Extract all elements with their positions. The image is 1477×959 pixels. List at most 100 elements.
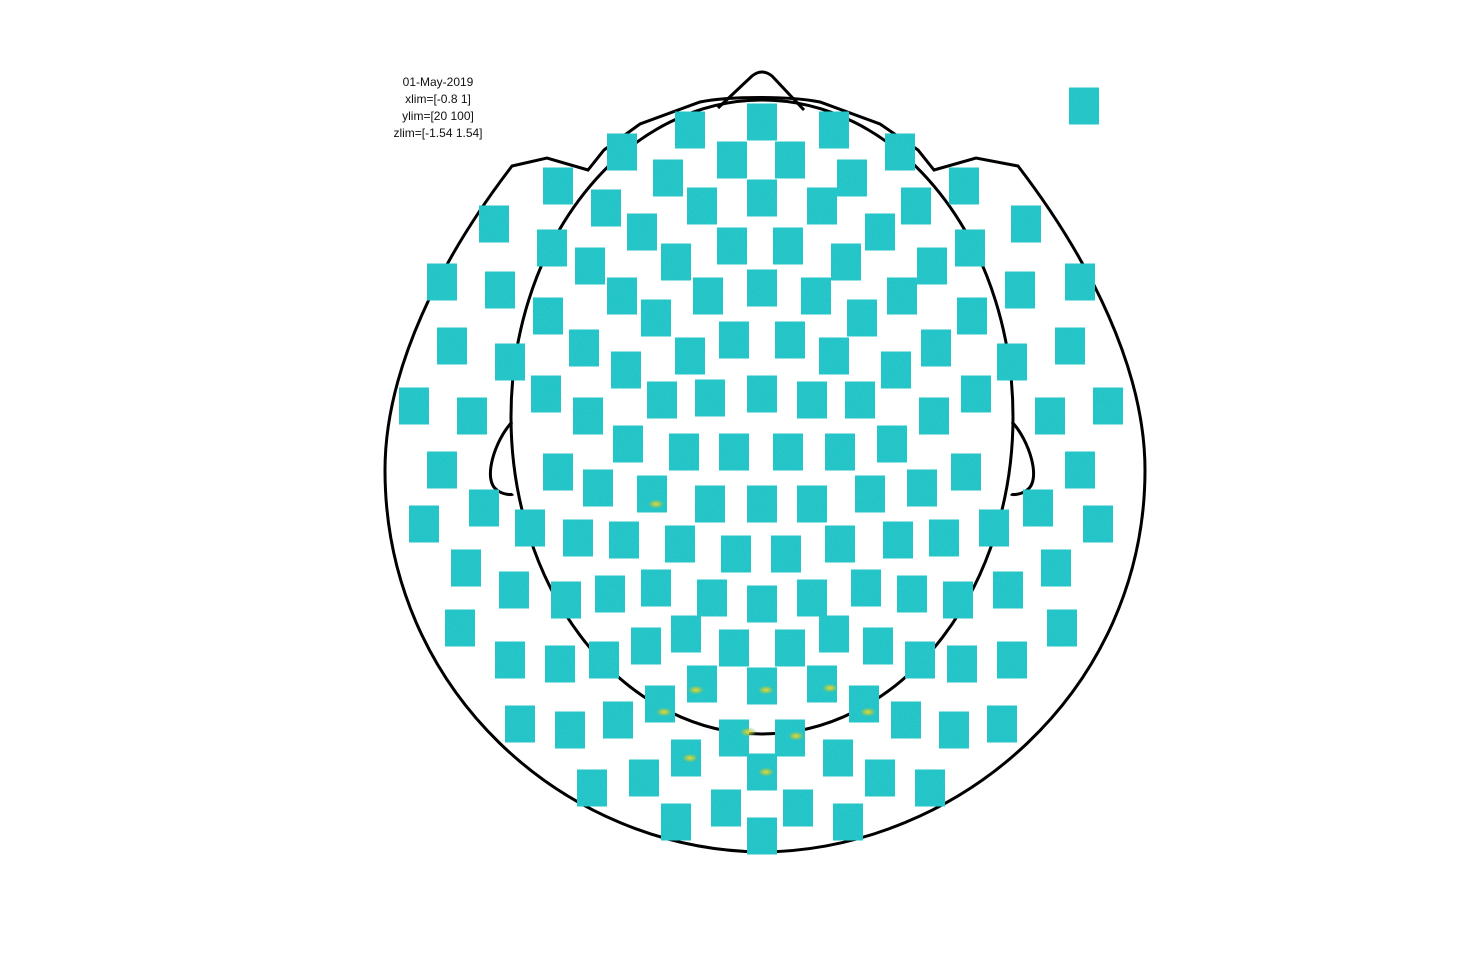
channel-tile-texture — [865, 213, 895, 251]
channel-tile-texture — [951, 453, 981, 491]
channel-tile-texture — [589, 641, 619, 679]
channel-tile-texture — [555, 711, 585, 749]
channel-tile-texture — [747, 375, 777, 413]
channel-tile-texture — [693, 277, 723, 315]
channel-tile-texture — [537, 229, 567, 267]
channel-tile-texture — [577, 769, 607, 807]
channel-tile-texture — [445, 609, 475, 647]
channel-tile-texture — [837, 159, 867, 197]
channel-tile-texture — [949, 167, 979, 205]
channel-tile-texture — [697, 579, 727, 617]
channel-tile-texture — [961, 375, 991, 413]
channel-tile-texture — [747, 817, 777, 855]
channel-tile-texture — [485, 271, 515, 309]
channel-tile-texture — [775, 141, 805, 179]
hotspot-overlays — [647, 499, 877, 777]
channel-tile-texture — [997, 343, 1027, 381]
channel-tile-texture — [613, 425, 643, 463]
channel-tile-texture — [531, 375, 561, 413]
channel-tile-texture — [823, 739, 853, 777]
channel-tile-texture — [891, 701, 921, 739]
channel-tile-texture — [801, 277, 831, 315]
channel-tile-texture — [917, 247, 947, 285]
outer-head-outline — [383, 96, 1147, 854]
date-label: 01-May-2019 — [402, 75, 474, 89]
channel-tile-texture — [929, 519, 959, 557]
channel-tile-texture — [1047, 609, 1077, 647]
channel-tile-texture — [573, 397, 603, 435]
channel-tiles — [399, 87, 1123, 855]
channel-tile-texture — [881, 351, 911, 389]
channel-tile-texture — [957, 297, 987, 335]
hotspot-mark — [681, 753, 699, 763]
channel-tile-texture — [819, 615, 849, 653]
channel-tile-texture — [1005, 271, 1035, 309]
channel-tile-texture — [595, 575, 625, 613]
channel-tile-texture — [719, 629, 749, 667]
xlim-label: xlim=[-0.8 1] — [405, 92, 471, 106]
hotspot-mark — [647, 499, 665, 509]
channel-tile-texture — [885, 133, 915, 171]
channel-tile-texture — [775, 321, 805, 359]
channel-tile-texture — [797, 381, 827, 419]
channel-tile-texture — [665, 525, 695, 563]
channel-tile-texture — [641, 299, 671, 337]
channel-tile-texture — [833, 803, 863, 841]
channel-tile-texture — [1069, 87, 1099, 125]
channel-tile-texture — [563, 519, 593, 557]
channel-tile-texture — [675, 111, 705, 149]
channel-tile-texture — [641, 569, 671, 607]
right-ear-outline — [1009, 420, 1036, 496]
channel-tile-texture — [1023, 489, 1053, 527]
channel-tile-texture — [717, 227, 747, 265]
channel-tile-texture — [695, 485, 725, 523]
channel-tile-texture — [947, 645, 977, 683]
channel-tile-texture — [1065, 263, 1095, 301]
channel-tile-texture — [955, 229, 985, 267]
hotspot-mark — [757, 767, 775, 777]
channel-tile-texture — [987, 705, 1017, 743]
channel-tile-texture — [797, 579, 827, 617]
channel-tile-texture — [551, 581, 581, 619]
channel-tile-texture — [901, 187, 931, 225]
channel-tile-texture — [409, 505, 439, 543]
channel-tile-texture — [711, 789, 741, 827]
channel-tile-texture — [797, 485, 827, 523]
channel-tile-texture — [775, 629, 805, 667]
channel-tile-texture — [855, 475, 885, 513]
channel-tile-texture — [543, 453, 573, 491]
channel-tile-texture — [1035, 397, 1065, 435]
channel-tile-texture — [687, 665, 717, 703]
channel-tile-texture — [905, 641, 935, 679]
channel-tile-texture — [747, 269, 777, 307]
hotspot-mark — [757, 685, 775, 695]
zlim-label: zlim=[-1.54 1.54] — [393, 126, 483, 140]
channel-tile-texture — [499, 571, 529, 609]
comment-info: 01-May-2019 xlim=[-0.8 1] ylim=[20 100] … — [358, 74, 518, 142]
channel-tile-texture — [645, 685, 675, 723]
channel-tile-texture — [825, 525, 855, 563]
hotspot-mark — [859, 707, 877, 717]
nose-outline — [716, 70, 806, 112]
channel-tile-texture — [457, 397, 487, 435]
channel-tile-texture — [771, 535, 801, 573]
channel-tile-texture — [907, 469, 937, 507]
channel-tile-texture — [819, 111, 849, 149]
channel-tile-texture — [675, 337, 705, 375]
channel-tile-texture — [399, 387, 429, 425]
channel-tile-texture — [661, 243, 691, 281]
channel-tile-texture — [719, 433, 749, 471]
channel-tile-texture — [427, 451, 457, 489]
channel-tile-texture — [887, 277, 917, 315]
channel-tile-texture — [505, 705, 535, 743]
channel-tile-texture — [607, 277, 637, 315]
channel-tile-texture — [717, 141, 747, 179]
channel-tile-texture — [719, 321, 749, 359]
channel-tile-texture — [607, 133, 637, 171]
channel-tile-texture — [671, 615, 701, 653]
channel-tile-texture — [747, 585, 777, 623]
channel-tile-texture — [469, 489, 499, 527]
channel-tile-texture — [569, 329, 599, 367]
channel-tile-texture — [647, 381, 677, 419]
channel-tile-texture — [721, 535, 751, 573]
